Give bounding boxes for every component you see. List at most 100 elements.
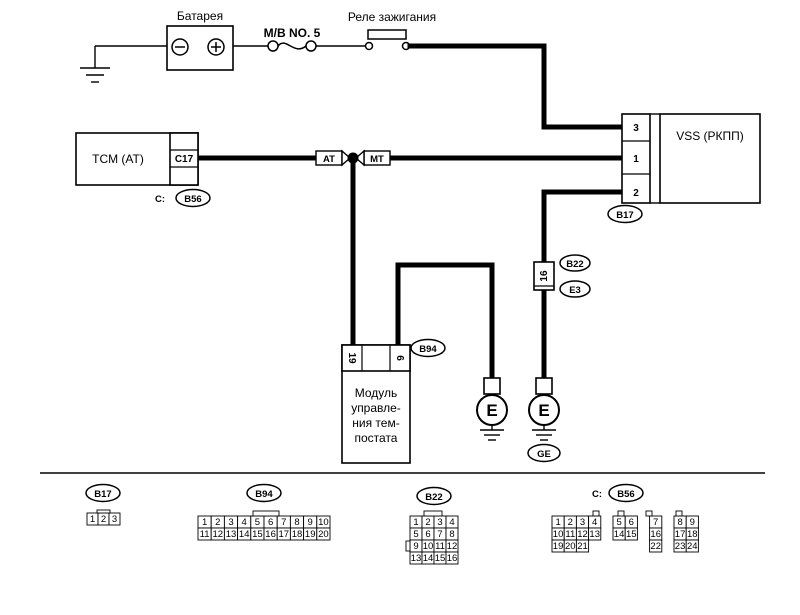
- battery-label: Батарея: [177, 9, 223, 23]
- b56-pin-number: 19: [553, 541, 564, 552]
- b94-pin-number: 6: [268, 517, 273, 528]
- b22-pin-number: 3: [437, 517, 442, 528]
- junction-bottom-tag: [559, 280, 591, 298]
- vss-connector-id: B17: [616, 210, 633, 221]
- vss-box: [659, 113, 761, 204]
- ground-ge-label: GE: [537, 449, 551, 460]
- b22-pin-number: 8: [449, 529, 454, 540]
- b22-pin-number: 14: [423, 553, 434, 564]
- module-label-line-4: постата: [355, 431, 398, 445]
- b56-cavity: [649, 539, 663, 553]
- tcm-connector-id: B56: [184, 194, 201, 205]
- b94-pin-number: 3: [228, 517, 233, 528]
- b22-cavity: [445, 551, 459, 565]
- splice-mt-marker: MT: [354, 149, 391, 167]
- vss-pin-1: 1: [633, 154, 639, 165]
- b56-pin-number: 4: [592, 517, 597, 528]
- ground-e-right-label: E: [538, 401, 549, 420]
- module-pin-6: 6: [394, 355, 405, 361]
- b94-pin-number: 7: [281, 517, 286, 528]
- b56-cavity: [575, 539, 590, 553]
- b94-pin-number: 12: [213, 529, 224, 540]
- b56-pin-number: 3: [580, 517, 585, 528]
- b56-key: [592, 510, 600, 517]
- vss-pin-3: 3: [633, 123, 639, 134]
- b22-pin-number: 9: [413, 541, 418, 552]
- b22-pin-number: 5: [413, 529, 418, 540]
- b56-pin-number: 15: [626, 529, 637, 540]
- b17-view-tag: [85, 483, 121, 503]
- module-label-line-1: Модуль: [355, 386, 398, 400]
- module-connector-tag: [410, 338, 446, 358]
- tcm-connector: C17: [169, 132, 199, 186]
- junction-connector: 16: [533, 261, 555, 291]
- b22-side-latch: [405, 540, 411, 552]
- b56-key: [645, 510, 653, 517]
- b17-pin-number: 2: [101, 514, 106, 525]
- b56-view-tag: [608, 483, 644, 503]
- b22-pin-number: 16: [447, 553, 458, 564]
- b17-pin-number: 1: [90, 514, 95, 525]
- vss-connector: 3 1 2: [621, 113, 660, 204]
- b94-pin-number: 17: [279, 529, 290, 540]
- b22-pin-number: 1: [413, 517, 418, 528]
- b94-pin-number: 8: [294, 517, 299, 528]
- thermostat-module-connector: 19 6: [341, 344, 411, 372]
- module-connector-id: B94: [419, 344, 437, 355]
- module-label-line-3: ния тем-: [352, 416, 399, 430]
- b22-pin-number: 10: [423, 541, 434, 552]
- b22-pin-number: 7: [437, 529, 442, 540]
- b94-pin-number: 20: [318, 529, 329, 540]
- b94-view-tag: [246, 483, 282, 503]
- b94-pin-number: 4: [242, 517, 247, 528]
- module-label-line-2: управле-: [351, 401, 401, 415]
- splice-mt-label: MT: [370, 154, 384, 165]
- b94-pin-number: 5: [255, 517, 260, 528]
- fuse-label: M/B NO. 5: [264, 26, 321, 40]
- b22-pin-number: 12: [447, 541, 458, 552]
- b56-view-prefix: C:: [592, 489, 602, 500]
- b94-pin-number: 15: [252, 529, 263, 540]
- ground-ge-tag: [527, 443, 561, 463]
- b56-pin-number: 24: [687, 541, 698, 552]
- splice-at-marker: AT: [315, 149, 352, 167]
- b22-pin-number: 13: [411, 553, 422, 564]
- b56-pin-number: 14: [614, 529, 625, 540]
- b22-pin-number: 11: [435, 541, 445, 552]
- b56-pin-number: 10: [553, 529, 564, 540]
- vss-connector-tag: [607, 204, 643, 224]
- junction-top-id: B22: [566, 259, 583, 270]
- ground-e-symbol-right: E: [528, 377, 560, 441]
- b94-pin-number: 2: [215, 517, 220, 528]
- b56-cavity: [685, 539, 699, 553]
- junction-pin-label: 16: [539, 270, 550, 282]
- splice-dot: [347, 152, 359, 164]
- tcm-connector-tag: [175, 188, 211, 208]
- battery-minus-terminal: [171, 38, 189, 56]
- battery-ground-symbol: [80, 46, 110, 83]
- b56-pin-number: 7: [653, 517, 658, 528]
- tcm-connector-prefix: C:: [155, 194, 165, 205]
- b56-cavity: [624, 527, 638, 541]
- b22-pin-number: 2: [425, 517, 430, 528]
- b22-view-label: B22: [425, 492, 442, 503]
- vss-pin-2: 2: [633, 188, 639, 199]
- splice-at-label: AT: [323, 154, 335, 165]
- junction-bottom-id: E3: [569, 285, 581, 296]
- module-pin6-to-ground-wire: [395, 262, 495, 381]
- b56-pin-number: 2: [568, 517, 573, 528]
- b94-pin-number: 18: [292, 529, 303, 540]
- b56-pin-number: 20: [565, 541, 576, 552]
- b56-cavity: [588, 527, 602, 541]
- b56-pin-number: 11: [565, 529, 575, 540]
- b22-key: [423, 510, 443, 517]
- b56-view-label: B56: [617, 489, 634, 500]
- battery-plus-terminal: [207, 38, 225, 56]
- fuse-symbol: [267, 40, 317, 52]
- b56-key: [675, 510, 683, 517]
